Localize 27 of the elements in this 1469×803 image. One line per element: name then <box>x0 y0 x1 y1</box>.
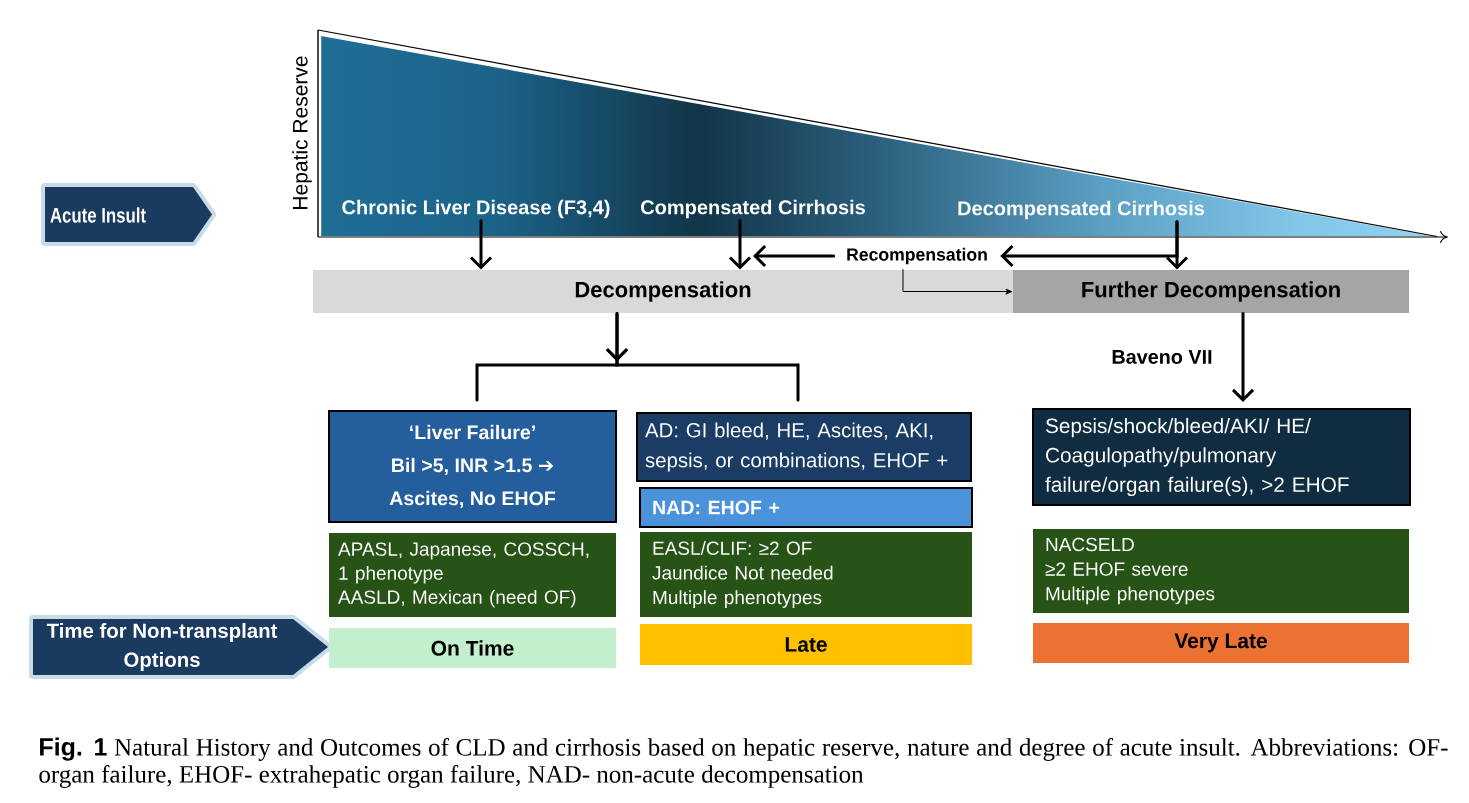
arrow-banner: Time for Non-transplant Options <box>29 615 332 679</box>
edge-label: Baveno VII <box>1109 348 1215 366</box>
axis-label: Hepatic Reserve <box>292 56 312 209</box>
arrow <box>1165 220 1189 270</box>
stage-label: Chronic Liver Disease (F3,4) <box>342 199 610 219</box>
stage-label: Compensated Cirrhosis <box>641 199 865 219</box>
arrow <box>469 219 493 270</box>
timing-bar: Very Late <box>1033 623 1409 663</box>
stage-bar: Further Decompensation <box>1013 270 1409 313</box>
arrow <box>902 269 1012 295</box>
arrow <box>753 244 836 268</box>
flow-label: Recompensation <box>847 247 987 265</box>
timing-bar: Late <box>640 624 972 665</box>
timing-bar: On Time <box>329 628 616 668</box>
info-box: NAD: EHOF + <box>639 487 973 528</box>
criteria-box: EASL/CLIF: ≥2 OF Jaundice Not needed Multiple phenotypes <box>640 532 972 617</box>
criteria-box: NACSELD ≥2 EHOF severe Multiple phenotypes <box>1033 529 1409 613</box>
caption: Fig. 1 Natural History and Outcomes of CLD and cirrhosis based on hepatic reserve, nature and degree of acute insult. Abbreviations: OF- organ failure, EHOF- extrahepatic organ failure, NAD- non-acute decompensation <box>39 737 1448 788</box>
criteria-box: APASL, Japanese, COSSCH, 1 phenotype AASLD, Mexican (need OF) <box>329 533 616 617</box>
info-box: Sepsis/shock/bleed/AKI/ HE/ Coagulopathy/pulmonary failure/organ failure(s), >2 EHOF <box>1032 408 1411 506</box>
arrow-banner: Acute Insult <box>41 183 216 246</box>
arrow <box>1231 311 1255 402</box>
arrow <box>728 219 752 270</box>
info-box: ‘Liver Failure’ Bil >5, INR >1.5 ➔ Ascites, No EHOF <box>328 410 617 523</box>
stage-bar: Decompensation <box>313 270 1013 313</box>
stage-label: Decompensated Cirrhosis <box>958 200 1205 220</box>
info-box: AD: GI bleed, HE, Ascites, AKI, sepsis, or combinations, EHOF + <box>636 412 972 482</box>
